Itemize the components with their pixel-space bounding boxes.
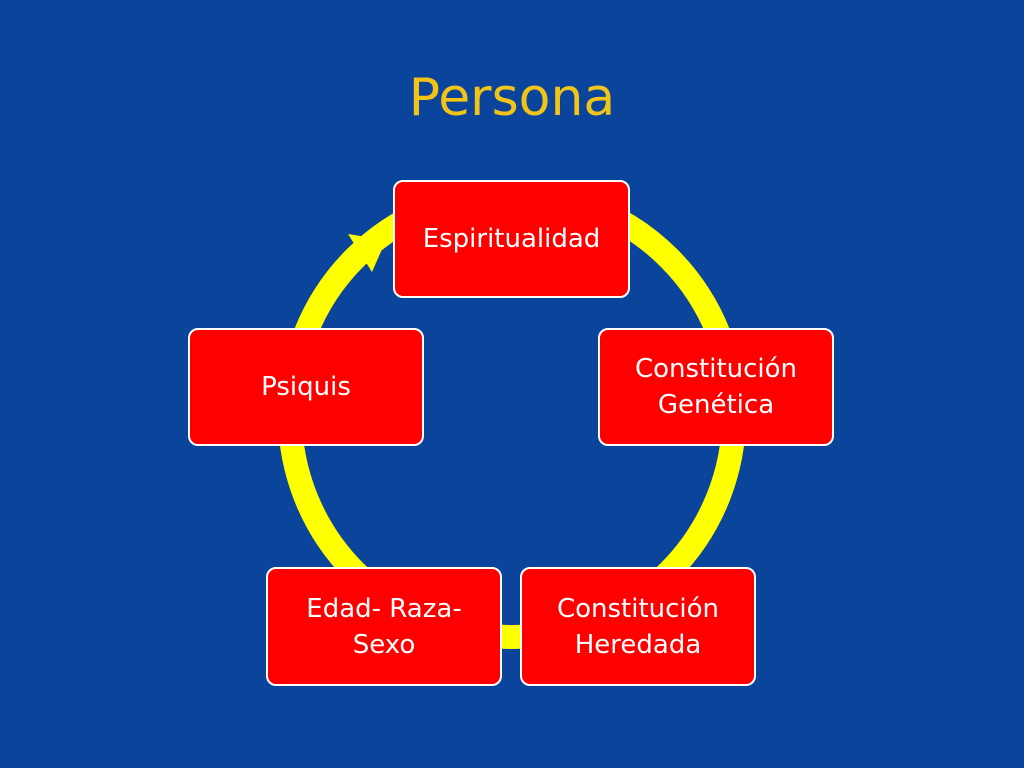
node-constitucion-genetica: Constitución Genética (598, 328, 834, 446)
arrowhead-icon (348, 234, 386, 272)
node-espiritualidad: Espiritualidad (393, 180, 630, 298)
slide-title: Persona (408, 68, 616, 128)
node-edad-raza-sexo: Edad- Raza- Sexo (266, 567, 502, 686)
node-constitucion-heredada: Constitución Heredada (520, 567, 756, 686)
node-psiquis: Psiquis (188, 328, 424, 446)
